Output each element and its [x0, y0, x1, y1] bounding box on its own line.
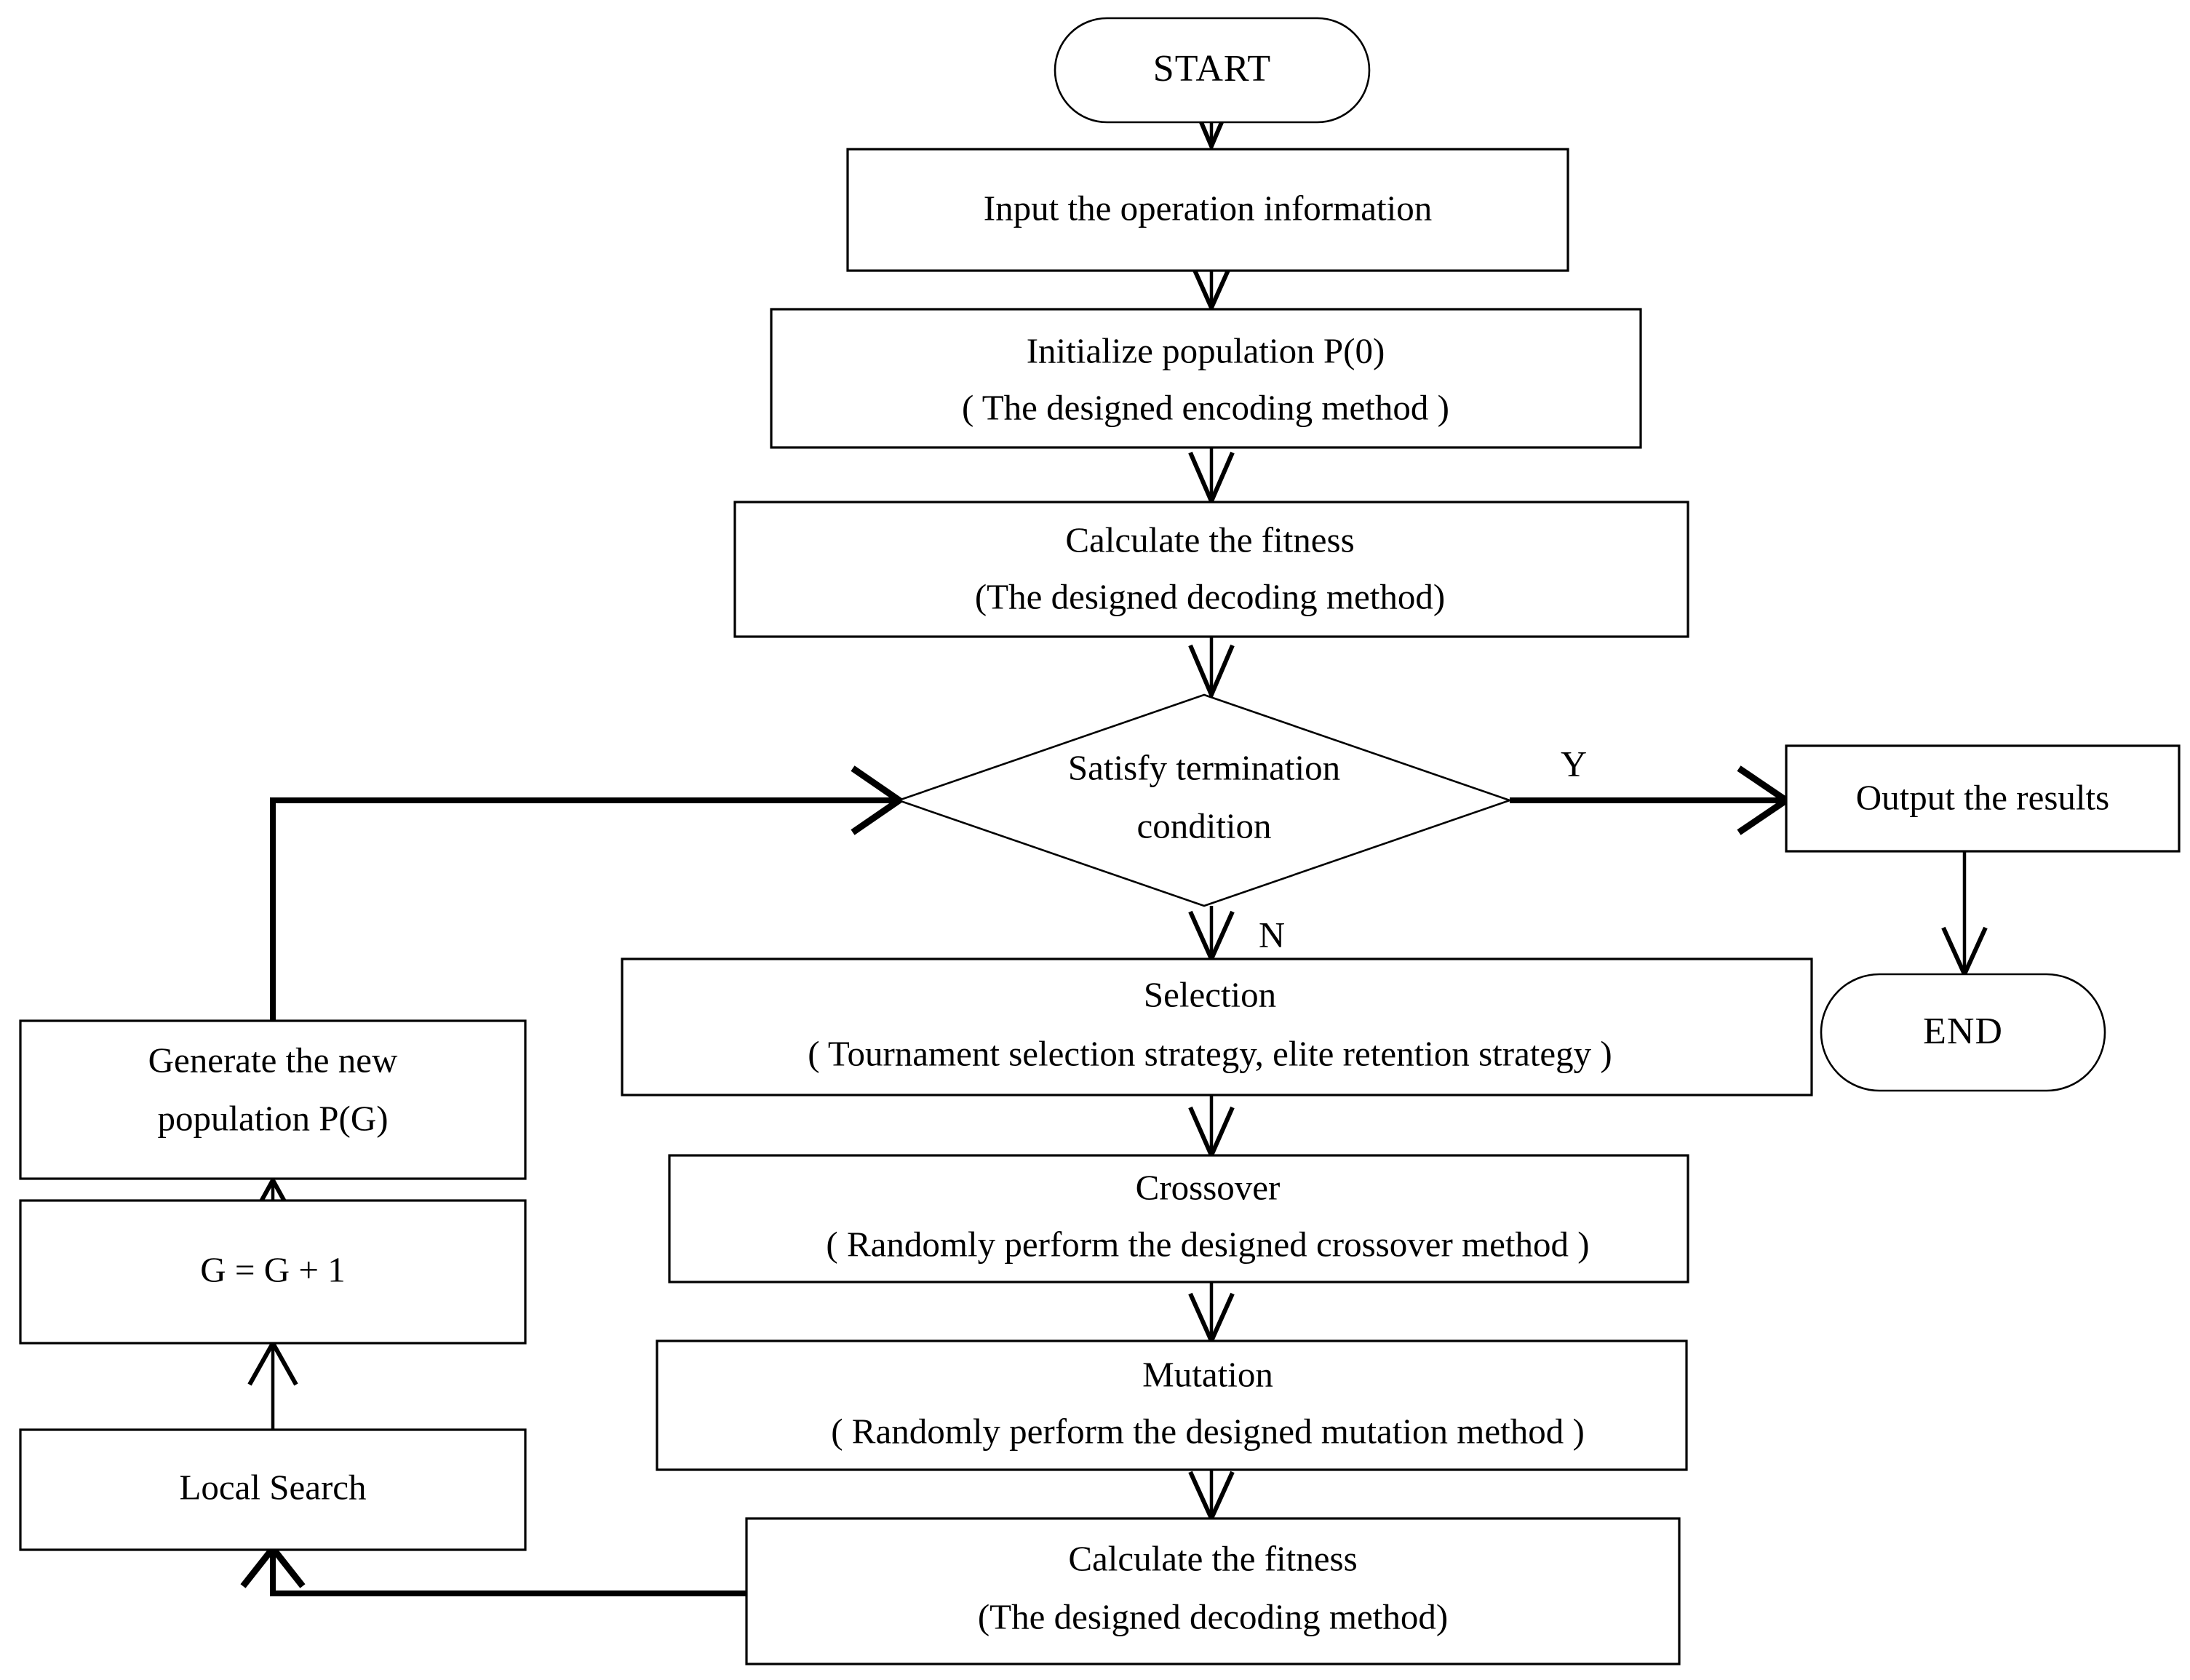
node-selection[interactable]: Selection ( Tournament selection strateg…: [621, 958, 1813, 1096]
node-local-search[interactable]: Local Search: [19, 1428, 527, 1551]
node-generate-population-line1: Generate the new: [148, 1040, 398, 1080]
node-initialize-population-line2: ( The designed encoding method ): [962, 387, 1449, 427]
edge-decision-no-to-selection: [1188, 906, 1235, 965]
node-generate-population-line2: population P(G): [157, 1098, 388, 1138]
edge-fitness-to-decision: [1188, 637, 1235, 701]
node-calculate-fitness-top-line2: (The designed decoding method): [975, 576, 1445, 616]
edge-local-search-to-increment: [247, 1338, 298, 1430]
node-start[interactable]: START: [1054, 17, 1371, 124]
node-calculate-fitness-bottom-line1: Calculate the fitness: [1068, 1538, 1357, 1578]
edge-fitness-bottom-to-local-search: [240, 1542, 746, 1596]
edge-selection-to-crossover: [1188, 1095, 1235, 1161]
edge-label-yes: Y: [1561, 743, 1587, 784]
node-increment-generation[interactable]: G = G + 1: [19, 1199, 527, 1345]
node-crossover[interactable]: Crossover ( Randomly perform the designe…: [668, 1154, 1689, 1283]
node-input-operation-label: Input the operation information: [984, 188, 1432, 228]
node-increment-generation-label: G = G + 1: [200, 1249, 346, 1289]
node-output-results[interactable]: Output the results: [1785, 744, 2181, 853]
node-mutation-line1: Mutation: [1142, 1354, 1273, 1394]
edge-crossover-to-mutation: [1188, 1282, 1235, 1347]
node-crossover-line1: Crossover: [1136, 1167, 1281, 1207]
edge-output-to-end: [1941, 851, 1988, 980]
edge-input-to-initialize: [1188, 259, 1235, 314]
node-initialize-population[interactable]: Initialize population P(0) ( The designe…: [770, 308, 1642, 449]
node-output-results-label: Output the results: [1856, 777, 2109, 817]
node-initialize-population-line1: Initialize population P(0): [1027, 330, 1385, 370]
node-termination-decision-line2: condition: [1136, 805, 1271, 845]
edge-initialize-to-fitness: [1188, 447, 1235, 507]
node-termination-decision[interactable]: Satisfy termination condition: [896, 693, 1513, 907]
edge-mutation-to-fitness-bottom: [1188, 1470, 1235, 1524]
node-end[interactable]: END: [1820, 973, 2106, 1092]
node-generate-population[interactable]: Generate the new population P(G): [19, 1019, 527, 1180]
node-termination-decision-line1: Satisfy termination: [1068, 747, 1340, 787]
node-selection-line2: ( Tournament selection strategy, elite r…: [808, 1033, 1612, 1073]
node-mutation-line2: ( Randomly perform the designed mutation…: [831, 1411, 1585, 1451]
node-input-operation[interactable]: Input the operation information: [846, 148, 1569, 272]
node-selection-line1: Selection: [1144, 974, 1276, 1014]
node-calculate-fitness-top-line1: Calculate the fitness: [1065, 519, 1354, 560]
node-calculate-fitness-top[interactable]: Calculate the fitness (The designed deco…: [733, 501, 1689, 638]
node-local-search-label: Local Search: [179, 1467, 366, 1507]
edge-label-no: N: [1259, 914, 1285, 955]
node-calculate-fitness-bottom[interactable]: Calculate the fitness (The designed deco…: [745, 1517, 1681, 1665]
node-start-label: START: [1153, 48, 1271, 89]
edge-decision-yes-to-output: [1510, 765, 1793, 835]
node-end-label: END: [1923, 1011, 2003, 1052]
node-mutation[interactable]: Mutation ( Randomly perform the designed…: [656, 1339, 1688, 1471]
node-calculate-fitness-bottom-line2: (The designed decoding method): [978, 1596, 1448, 1636]
node-crossover-line2: ( Randomly perform the designed crossove…: [826, 1224, 1589, 1264]
